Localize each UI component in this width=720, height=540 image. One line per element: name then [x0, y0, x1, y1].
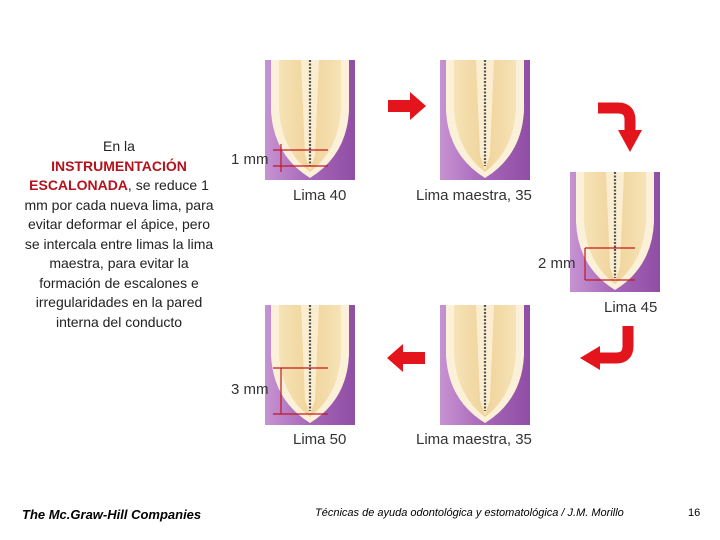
panel-label-lima-50: Lima 50: [293, 431, 346, 448]
panel-label-lima-maestra-bottom: Lima maestra, 35: [416, 431, 532, 448]
tooth-panel-lima-45: [568, 170, 662, 294]
arrow-left-icon: [387, 344, 425, 372]
description-body: , se reduce 1 mm por cada nueva lima, pa…: [24, 177, 214, 330]
description-text: En la INSTRUMENTACIÓN ESCALONADA, se red…: [22, 137, 216, 332]
page-number: 16: [688, 507, 701, 519]
measure-label-1mm: 1 mm: [231, 151, 269, 168]
measure-1mm: [273, 144, 328, 172]
book-footer: Técnicas de ayuda odontológica y estomat…: [315, 507, 624, 519]
panel-label-lima-40: Lima 40: [293, 187, 346, 204]
measure-label-3mm: 3 mm: [231, 381, 269, 398]
curved-arrow-left-icon: [580, 326, 634, 370]
panel-label-lima-maestra-top: Lima maestra, 35: [416, 187, 532, 204]
panel-label-lima-45: Lima 45: [604, 299, 657, 316]
measure-label-2mm: 2 mm: [538, 255, 576, 272]
tooth-panel-lima-maestra-bottom: [438, 303, 532, 427]
tooth-panel-lima-40: [263, 58, 357, 182]
description-emphasis: INSTRUMENTACIÓN ESCALONADA: [29, 157, 187, 194]
curved-arrow-down-icon: [598, 102, 642, 152]
publisher-footer: The Mc.Graw-Hill Companies: [22, 507, 202, 522]
description-intro: En la: [103, 138, 135, 154]
measure-2mm: [584, 247, 635, 281]
tooth-panel-lima-50: [263, 303, 357, 427]
measure-3mm: [273, 367, 328, 415]
tooth-panel-lima-maestra-top: [438, 58, 532, 182]
arrow-right-icon: [388, 92, 426, 120]
